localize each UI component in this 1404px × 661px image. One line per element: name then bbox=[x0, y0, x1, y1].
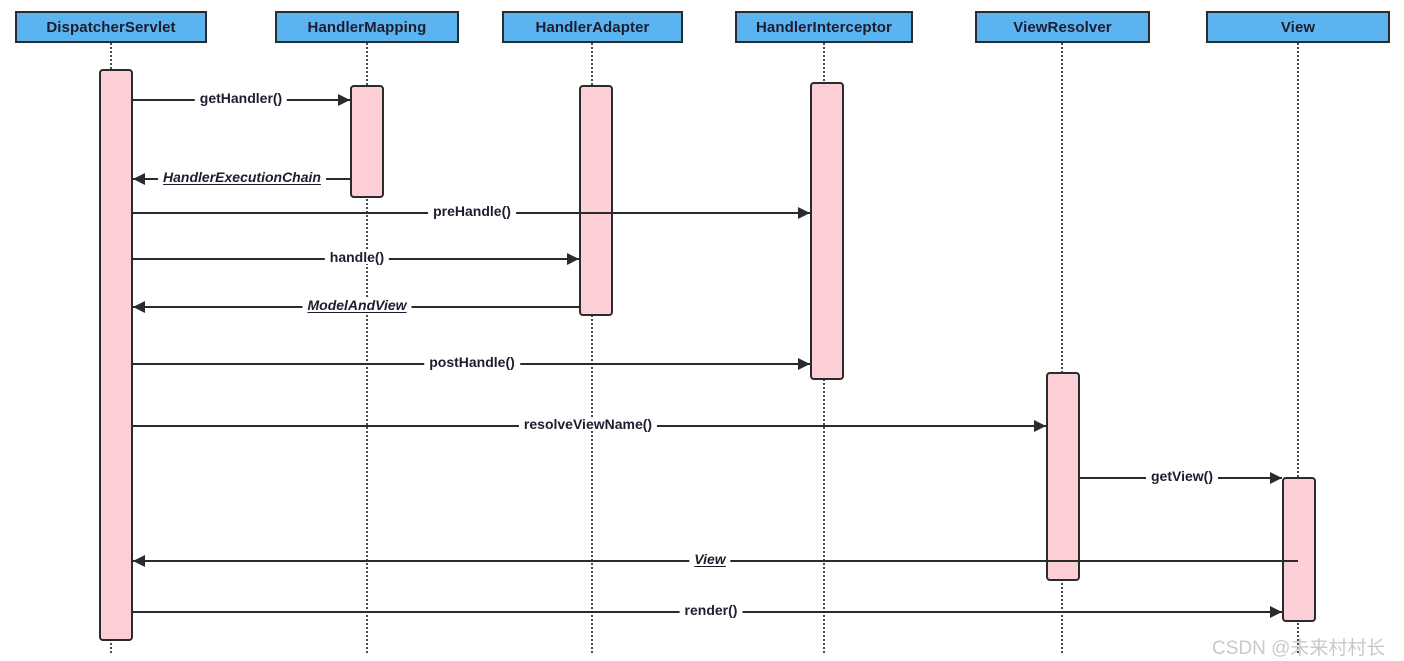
message-label-m9: View bbox=[689, 552, 731, 566]
lifeline-label: HandlerMapping bbox=[307, 18, 427, 36]
arrowhead-right-m8 bbox=[1270, 472, 1282, 484]
message-label-m7: resolveViewName() bbox=[518, 417, 658, 431]
arrowhead-right-m7 bbox=[1034, 420, 1046, 432]
lifeline-label: HandlerInterceptor bbox=[756, 18, 892, 36]
arrowhead-left-m2 bbox=[133, 173, 145, 185]
lifeline-label: DispatcherServlet bbox=[46, 18, 176, 36]
message-label-m1: getHandler() bbox=[194, 91, 288, 105]
message-label-m6: postHandle() bbox=[424, 355, 520, 369]
activation-bar-dispatcher bbox=[99, 69, 133, 641]
arrowhead-right-m10 bbox=[1270, 606, 1282, 618]
activation-bar-view bbox=[1282, 477, 1316, 622]
lifeline-header-mapping[interactable]: HandlerMapping bbox=[275, 11, 459, 43]
activation-bar-adapter bbox=[579, 85, 613, 316]
arrowhead-right-m1 bbox=[338, 94, 350, 106]
arrowhead-left-m9 bbox=[133, 555, 145, 567]
lifeline-resolver bbox=[1061, 43, 1063, 653]
lifeline-header-view[interactable]: View bbox=[1206, 11, 1390, 43]
lifeline-header-interceptor[interactable]: HandlerInterceptor bbox=[735, 11, 913, 43]
message-label-m10: render() bbox=[679, 603, 743, 617]
arrowhead-right-m4 bbox=[567, 253, 579, 265]
lifeline-header-dispatcher[interactable]: DispatcherServlet bbox=[15, 11, 207, 43]
lifeline-mapping bbox=[366, 43, 368, 653]
activation-bar-mapping bbox=[350, 85, 384, 198]
activation-bar-resolver bbox=[1046, 372, 1080, 581]
arrowhead-right-m3 bbox=[798, 207, 810, 219]
lifeline-header-resolver[interactable]: ViewResolver bbox=[975, 11, 1150, 43]
arrowhead-left-m5 bbox=[133, 301, 145, 313]
lifeline-label: HandlerAdapter bbox=[535, 18, 650, 36]
activation-bar-interceptor bbox=[810, 82, 844, 380]
lifeline-adapter bbox=[591, 43, 593, 653]
message-label-m4: handle() bbox=[324, 250, 390, 264]
lifeline-label: View bbox=[1280, 18, 1316, 36]
message-label-m3: preHandle() bbox=[428, 204, 516, 218]
arrowhead-right-m6 bbox=[798, 358, 810, 370]
message-label-m8: getView() bbox=[1146, 469, 1218, 483]
csdn-watermark: CSDN @未来村村长 bbox=[1212, 638, 1386, 659]
lifeline-label: ViewResolver bbox=[1013, 18, 1112, 36]
message-label-m2: HandlerExecutionChain bbox=[158, 170, 326, 184]
message-label-m5: ModelAndView bbox=[302, 298, 412, 312]
lifeline-view bbox=[1297, 43, 1299, 653]
lifeline-header-adapter[interactable]: HandlerAdapter bbox=[502, 11, 683, 43]
